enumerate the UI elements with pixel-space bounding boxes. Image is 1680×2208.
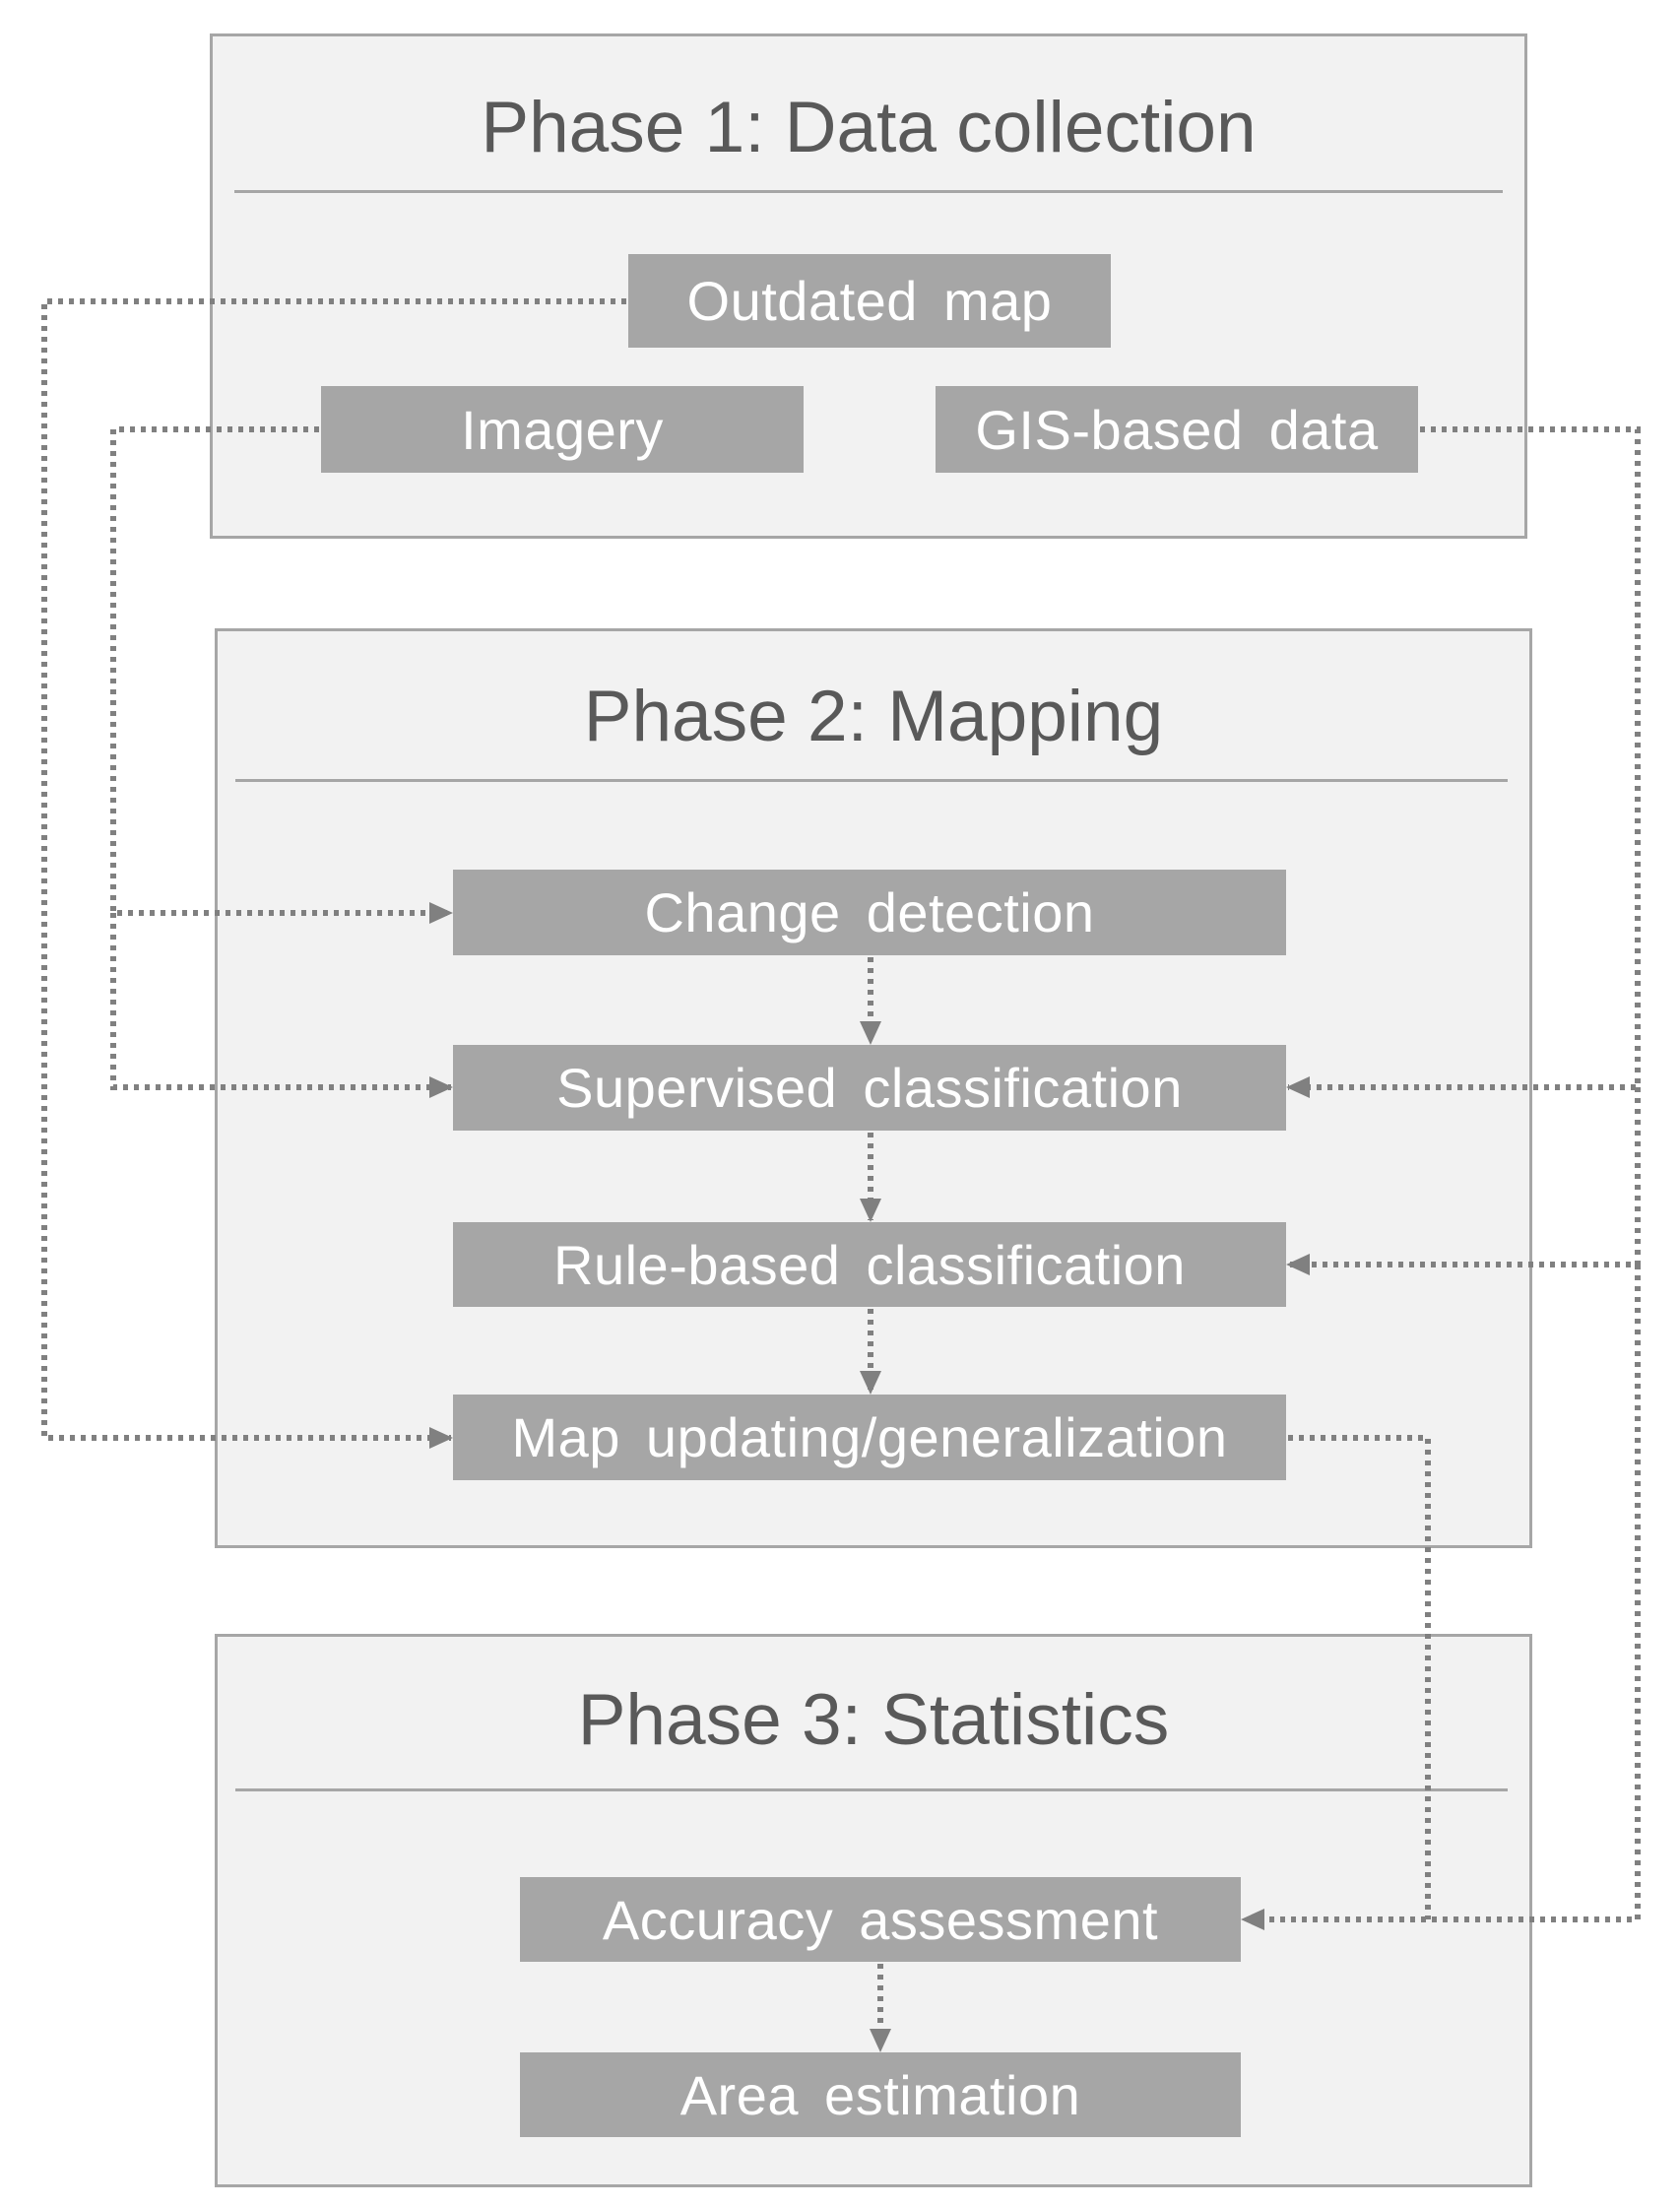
gis-based-data-box: GIS-based data: [936, 386, 1418, 473]
change-detection-box: Change detection: [453, 870, 1286, 955]
area-estimation-box: Area estimation: [520, 2052, 1241, 2137]
imagery-box: Imagery: [321, 386, 804, 473]
phase-3-divider: [235, 1788, 1508, 1791]
map-updating-generalization-box: Map updating/generalization: [453, 1395, 1286, 1480]
phase-1-title: Phase 1: Data collection: [481, 88, 1257, 167]
rule-based-classification-box: Rule-based classification: [453, 1222, 1286, 1307]
supervised-classification-box: Supervised classification: [453, 1045, 1286, 1131]
outdated-map-box: Outdated map: [628, 254, 1111, 348]
phase-2-title: Phase 2: Mapping: [583, 677, 1164, 756]
phase-1-divider: [234, 190, 1503, 193]
accuracy-assessment-box: Accuracy assessment: [520, 1877, 1241, 1962]
phase-2-divider: [235, 779, 1508, 782]
phase-3-title: Phase 3: Statistics: [577, 1680, 1170, 1760]
